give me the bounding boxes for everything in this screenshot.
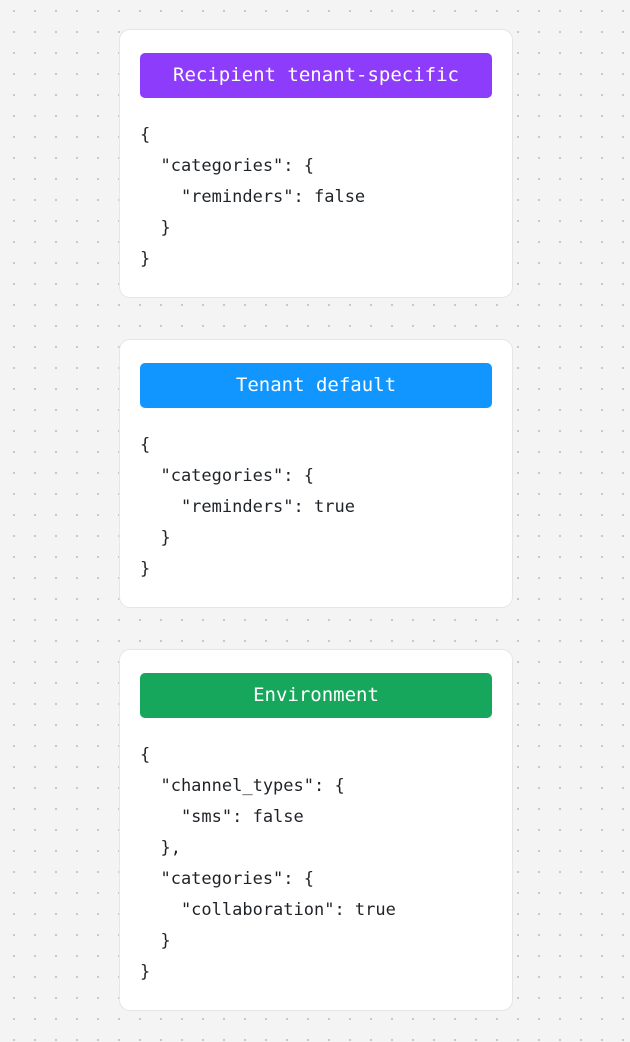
preference-card-recipient-tenant-specific: Recipient tenant-specific { "categories"… (119, 29, 513, 298)
preference-card-tenant-default: Tenant default { "categories": { "remind… (119, 339, 513, 608)
preference-card-environment: Environment { "channel_types": { "sms": … (119, 649, 513, 1011)
card-code-recipient-tenant-specific: { "categories": { "reminders": false } } (140, 125, 366, 269)
card-badge-recipient-tenant-specific: Recipient tenant-specific (140, 53, 492, 98)
card-badge-tenant-default: Tenant default (140, 363, 492, 408)
card-badge-environment: Environment (140, 673, 492, 718)
card-code-tenant-default: { "categories": { "reminders": true } } (140, 435, 355, 579)
card-code-environment: { "channel_types": { "sms": false }, "ca… (140, 745, 396, 982)
